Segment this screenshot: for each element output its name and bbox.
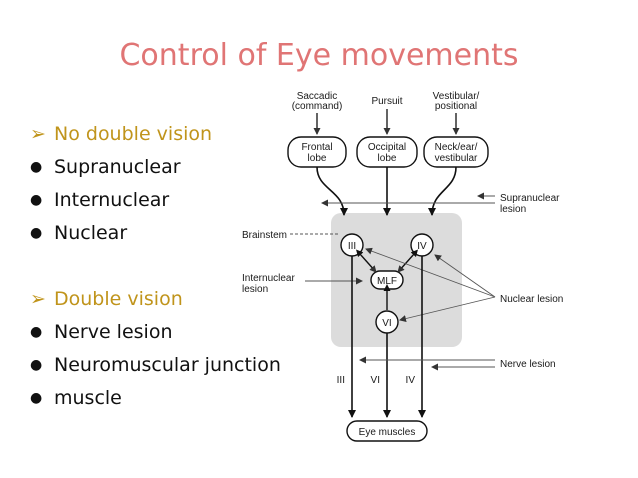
input-label-vestibular-sub: positional	[435, 101, 477, 112]
list-item: ●Neuromuscular junction	[30, 349, 281, 382]
nuclear-lesion-label: Nuclear lesion	[500, 294, 563, 305]
list-heading-double-vision: ➢Double vision	[30, 283, 281, 316]
list-item: ●Internuclear	[30, 184, 281, 217]
supranuclear-lesion-label: Supranuclear	[500, 193, 560, 204]
frontal-lobe-label: Frontal	[301, 142, 332, 153]
internuclear-lesion-label-sub: lesion	[242, 284, 268, 295]
nerve-iv-label: IV	[406, 375, 416, 386]
arrow-bullet-icon: ➢	[30, 123, 46, 145]
frontal-pathway-arrow	[316, 166, 348, 216]
nerve-lesion-label: Nerve lesion	[500, 359, 556, 370]
internuclear-lesion-label: Internuclear	[242, 273, 295, 284]
list-item: ●Nerve lesion	[30, 316, 281, 349]
vestibular-pathway-arrow	[428, 166, 457, 216]
occipital-lobe-label: Occipital	[368, 142, 406, 153]
vestibular-node-label: Neck/ear/	[435, 142, 478, 153]
list-item: ●Supranuclear	[30, 151, 281, 184]
mlf-connection-iii	[356, 249, 377, 273]
eye-muscles-node	[346, 420, 428, 442]
supranuclear-lesion-label-sub: lesion	[500, 204, 526, 215]
nucleus-iii-label: III	[348, 241, 356, 252]
mlf-label: MLF	[377, 276, 397, 287]
bullet-icon: ●	[30, 390, 43, 406]
vestibular-node-label-sub: vestibular	[435, 153, 478, 164]
brainstem-label: Brainstem	[242, 230, 287, 241]
list-item: ●muscle	[30, 382, 281, 415]
input-label-pursuit: Pursuit	[371, 96, 402, 107]
nuclear-lesion-pointer-iii	[365, 247, 496, 298]
frontal-lobe-label-sub: lobe	[308, 153, 327, 164]
list-heading-no-double-vision: ➢No double vision	[30, 118, 281, 151]
nucleus-vi-label: VI	[382, 318, 391, 329]
lesion-list: ➢No double vision ●Supranuclear ●Internu…	[30, 118, 281, 415]
nuclear-lesion-pointer-vi	[399, 296, 496, 322]
bullet-icon: ●	[30, 324, 43, 340]
bullet-icon: ●	[30, 159, 43, 175]
slide-title: Control of Eye movements	[119, 38, 519, 73]
input-label-saccadic: Saccadic	[297, 91, 338, 102]
nerve-vi-label: VI	[371, 375, 380, 386]
input-label-vestibular: Vestibular/	[433, 91, 480, 102]
bullet-icon: ●	[30, 357, 43, 373]
arrow-bullet-icon: ➢	[30, 288, 46, 310]
eye-muscles-label: Eye muscles	[359, 427, 416, 438]
bullet-icon: ●	[30, 192, 43, 208]
list-item: ●Nuclear	[30, 217, 281, 250]
nuclear-lesion-pointer-iv	[434, 254, 496, 298]
input-label-saccadic-sub: (command)	[292, 101, 343, 112]
nucleus-iv-label: IV	[417, 241, 427, 252]
mlf-connection-iv	[397, 249, 418, 273]
occipital-lobe-label-sub: lobe	[378, 153, 397, 164]
bullet-icon: ●	[30, 225, 43, 241]
nerve-iii-label: III	[337, 375, 345, 386]
